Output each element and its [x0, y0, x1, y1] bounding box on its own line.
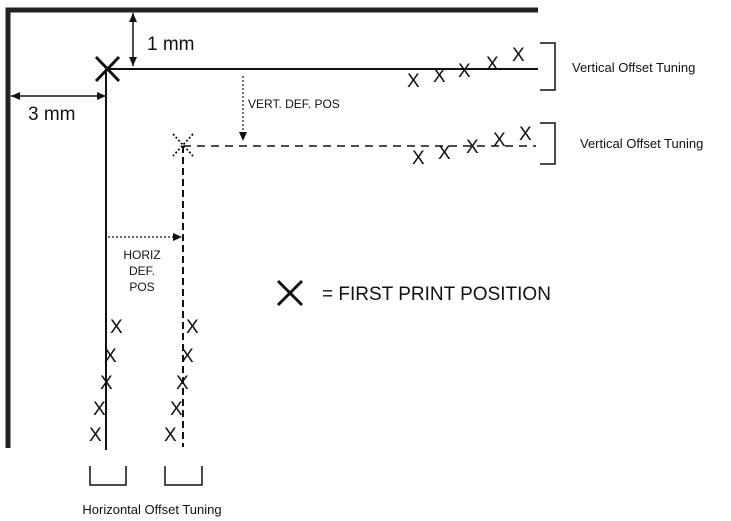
left-offset-arrowhead-right	[97, 92, 106, 100]
tuning-mark-top-2: X	[433, 66, 446, 87]
legend-label: = FIRST PRINT POSITION	[322, 284, 551, 305]
tuning-mark-right-1: X	[186, 317, 199, 338]
tuning-mark-left-4: X	[93, 399, 106, 420]
default-position-mark	[172, 133, 194, 157]
vertical-offset-tuning-label-2: Vertical Offset Tuning	[580, 136, 703, 151]
horiz-def-pos-arrowhead	[173, 233, 182, 241]
tuning-mark-top-4: X	[486, 54, 499, 75]
tuning-mark-left-3: X	[100, 373, 113, 394]
tuning-mark-top-1: X	[407, 71, 420, 92]
tuning-mark-mid-5: X	[519, 124, 532, 145]
tuning-mark-mid-1: X	[412, 148, 425, 169]
horizontal-offset-bracket-2	[164, 466, 203, 486]
tuning-mark-left-2: X	[104, 346, 117, 367]
vertical-offset-tuning-label-1: Vertical Offset Tuning	[572, 60, 695, 75]
horiz-def-pos-label-line3: POS	[129, 280, 154, 294]
vertical-offset-bracket-1	[540, 42, 556, 91]
paper-edge-frame	[5, 7, 538, 448]
horizontal-offset-tuning-label: Horizontal Offset Tuning	[82, 502, 221, 517]
tuning-mark-right-2: X	[181, 346, 194, 367]
left-offset-arrowhead-left	[11, 92, 20, 100]
tuning-mark-top-3: X	[458, 61, 471, 82]
tuning-mark-top-5: X	[512, 45, 525, 66]
tuning-mark-left-5: X	[89, 425, 102, 446]
horiz-def-pos-label-line2: DEF.	[129, 264, 155, 278]
left-offset-label: 3 mm	[28, 104, 76, 125]
horiz-def-pos-label-line1: HORIZ	[123, 248, 160, 262]
tuning-mark-left-1: X	[110, 317, 123, 338]
top-offset-arrowhead-down	[129, 57, 137, 66]
vertical-offset-bracket-2	[540, 122, 556, 165]
vert-def-pos-arrowhead	[239, 132, 247, 141]
tuning-mark-mid-3: X	[466, 137, 479, 158]
top-offset-label: 1 mm	[147, 34, 195, 55]
tuning-mark-right-3: X	[176, 373, 189, 394]
horizontal-offset-bracket-1	[89, 466, 127, 486]
tuning-mark-right-5: X	[164, 425, 177, 446]
tuning-mark-mid-4: X	[493, 130, 506, 151]
top-offset-arrowhead-up	[129, 13, 137, 22]
vert-def-pos-label: VERT. DEF. POS	[248, 97, 340, 111]
tuning-mark-right-4: X	[170, 399, 183, 420]
tuning-mark-mid-2: X	[438, 143, 451, 164]
